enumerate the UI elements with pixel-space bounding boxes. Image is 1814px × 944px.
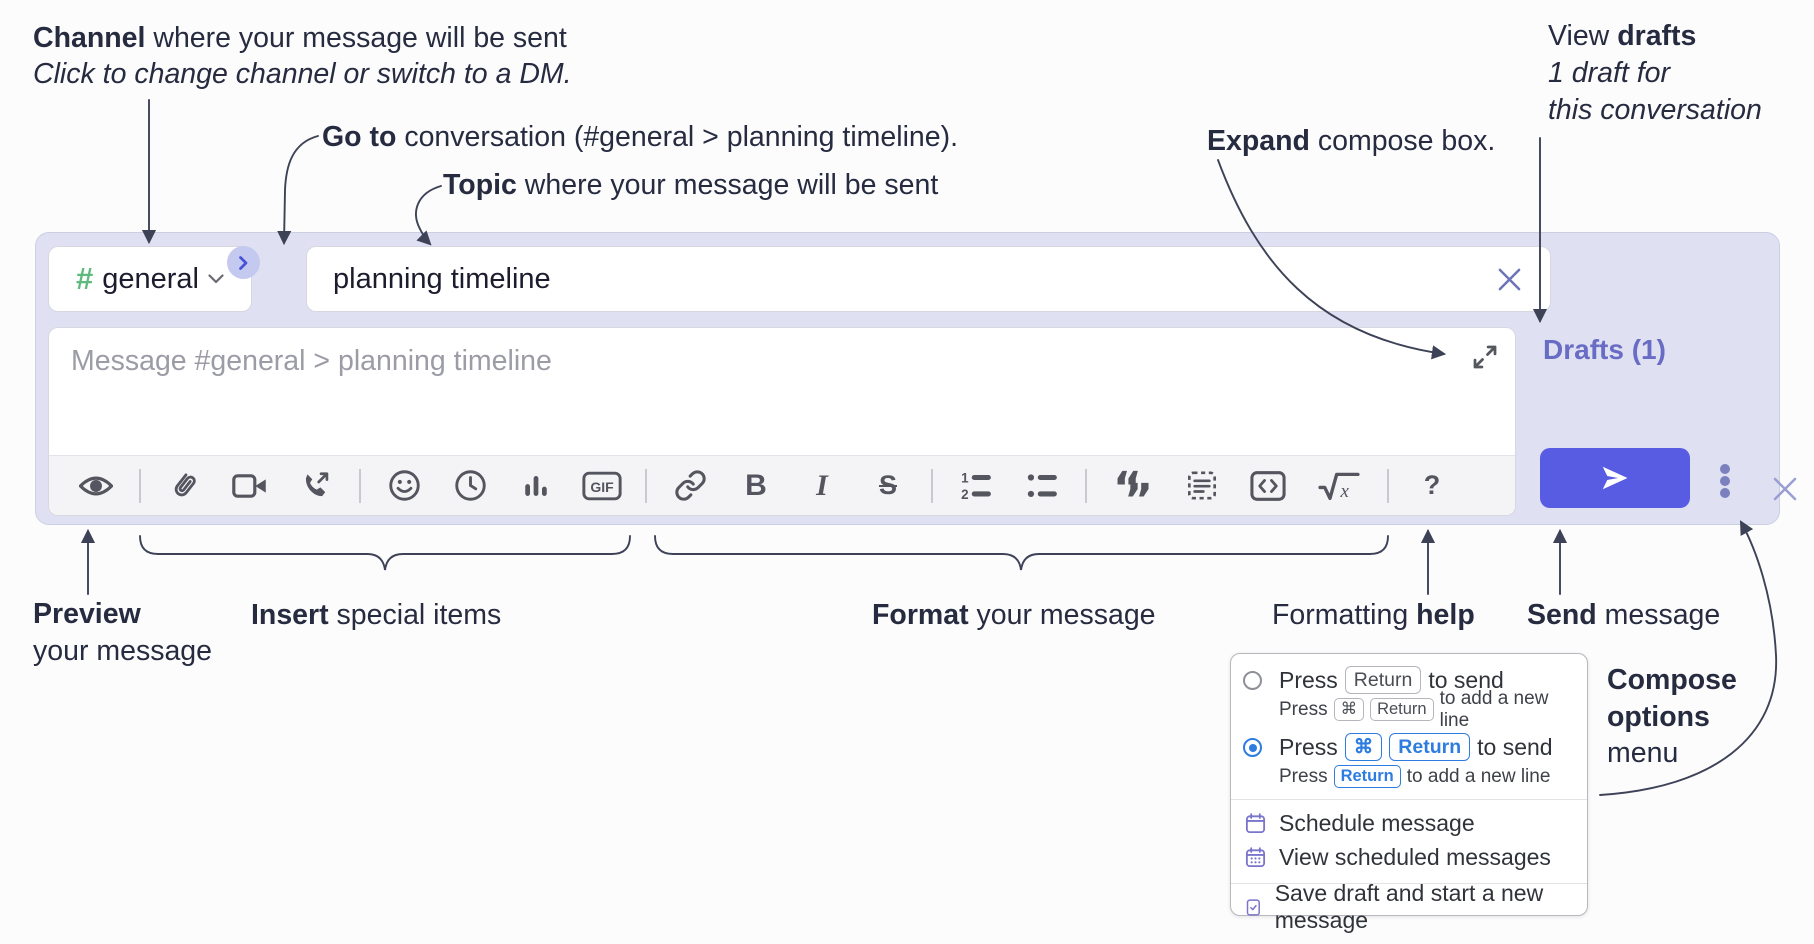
keycap-cmd: ⌘ xyxy=(1344,733,1383,761)
compose-toolbar: GIF B I S 1 2 xyxy=(49,455,1515,526)
annotation-preview: Preview your message xyxy=(33,598,213,667)
brace-insert xyxy=(139,535,631,571)
emoji-icon[interactable] xyxy=(384,463,424,509)
audio-call-icon[interactable] xyxy=(296,463,336,509)
compose-box: # general planning timeline Message #gen… xyxy=(35,232,1797,526)
topic-input[interactable]: planning timeline xyxy=(306,246,1551,312)
toolbar-divider xyxy=(359,468,361,503)
video-clip-icon[interactable] xyxy=(230,463,270,509)
keycap-return: Return xyxy=(1344,666,1422,694)
connector-goto xyxy=(277,135,319,246)
annotation-send: Send message xyxy=(1527,599,1721,631)
annotation-expand: Expand compose box. xyxy=(1207,125,1496,157)
go-to-conversation-button[interactable] xyxy=(227,246,260,279)
code-block-icon[interactable] xyxy=(1248,463,1288,509)
annotation-drafts: View drafts 1 draft for this conversatio… xyxy=(1548,20,1762,126)
annotation-goto: Go to conversation (#general > planning … xyxy=(322,121,959,153)
chevron-right-icon xyxy=(239,255,248,270)
send-plane-icon xyxy=(1602,466,1628,490)
strikethrough-icon[interactable]: S xyxy=(878,470,897,500)
toolbar-divider xyxy=(931,468,933,503)
menu-item-view-scheduled[interactable]: View scheduled messages xyxy=(1231,840,1587,874)
annotation-format: Format your message xyxy=(872,599,1156,631)
bulleted-list-icon[interactable] xyxy=(1022,463,1062,509)
annotation-topic: Topic where your message will be sent xyxy=(443,169,939,201)
send-option-cmd-return[interactable]: Press ⌘ Return to send Press Return to a… xyxy=(1231,732,1587,790)
message-editor: Message #general > planning timeline xyxy=(48,327,1516,526)
menu-item-save-draft[interactable]: Save draft and start a new message xyxy=(1231,880,1587,933)
keycap-return: Return xyxy=(1370,698,1434,721)
send-option-return[interactable]: Press Return to send Press ⌘ Return to a… xyxy=(1231,665,1587,731)
blockquote-icon[interactable]: “ ” xyxy=(1113,462,1153,526)
poll-bar-chart-icon[interactable] xyxy=(516,463,556,509)
toolbar-divider xyxy=(1387,468,1389,503)
brace-format xyxy=(654,535,1389,571)
ordered-list-icon[interactable]: 1 2 xyxy=(956,463,996,509)
compose-options-menu: Press Return to send Press ⌘ Return to a… xyxy=(1230,653,1588,933)
toolbar-divider xyxy=(645,468,647,503)
message-placeholder: Message #general > planning timeline xyxy=(71,345,552,377)
message-input[interactable]: Message #general > planning timeline xyxy=(49,328,1515,456)
text-snippet-icon[interactable] xyxy=(1182,463,1222,509)
bold-icon[interactable]: B xyxy=(745,468,767,502)
keycap-return: Return xyxy=(1333,765,1401,788)
expand-compose-icon[interactable] xyxy=(1470,342,1502,374)
svg-text:1: 1 xyxy=(961,470,969,485)
svg-text:x: x xyxy=(1339,480,1349,501)
menu-divider xyxy=(1231,883,1587,884)
annotation-insert: Insert special items xyxy=(251,599,502,631)
chevron-down-icon xyxy=(208,274,224,284)
keycap-return: Return xyxy=(1389,733,1471,761)
menu-divider xyxy=(1231,799,1587,800)
draft-check-icon xyxy=(1246,898,1260,916)
channel-selector[interactable]: # general xyxy=(48,246,252,312)
gif-icon[interactable]: GIF xyxy=(582,463,622,509)
compose-options-kebab-icon[interactable] xyxy=(1711,458,1739,504)
keycap-cmd: ⌘ xyxy=(1333,698,1365,721)
send-button[interactable] xyxy=(1540,448,1690,508)
annotation-channel: Channel where your message will be sent … xyxy=(33,22,572,90)
preview-eye-icon[interactable] xyxy=(76,463,116,509)
channel-name: general xyxy=(102,262,199,295)
toolbar-divider xyxy=(139,468,141,503)
drafts-link[interactable]: Drafts (1) xyxy=(1543,334,1666,365)
svg-text:2: 2 xyxy=(961,487,968,502)
menu-item-schedule[interactable]: Schedule message xyxy=(1231,806,1587,840)
topic-value: planning timeline xyxy=(333,262,551,295)
formula-icon[interactable]: x xyxy=(1314,463,1364,509)
svg-text:GIF: GIF xyxy=(590,479,614,495)
recent-clock-icon[interactable] xyxy=(450,463,490,509)
attach-paperclip-icon[interactable] xyxy=(164,463,204,509)
formatting-help-icon[interactable]: ? xyxy=(1423,470,1441,500)
calendar-grid-icon xyxy=(1245,846,1266,867)
annotation-formatting-help: Formatting help xyxy=(1272,599,1475,631)
annotation-compose-options: Compose options menu xyxy=(1607,664,1737,769)
close-icon[interactable] xyxy=(1772,476,1802,506)
radio-selected[interactable] xyxy=(1243,738,1262,757)
channel-hash-icon: # xyxy=(76,261,94,296)
link-icon[interactable] xyxy=(670,463,710,509)
clear-topic-icon[interactable] xyxy=(1497,267,1522,292)
toolbar-divider xyxy=(1085,468,1087,503)
italic-icon[interactable]: I xyxy=(816,468,828,502)
radio-unselected[interactable] xyxy=(1243,671,1262,690)
calendar-icon xyxy=(1245,812,1266,833)
